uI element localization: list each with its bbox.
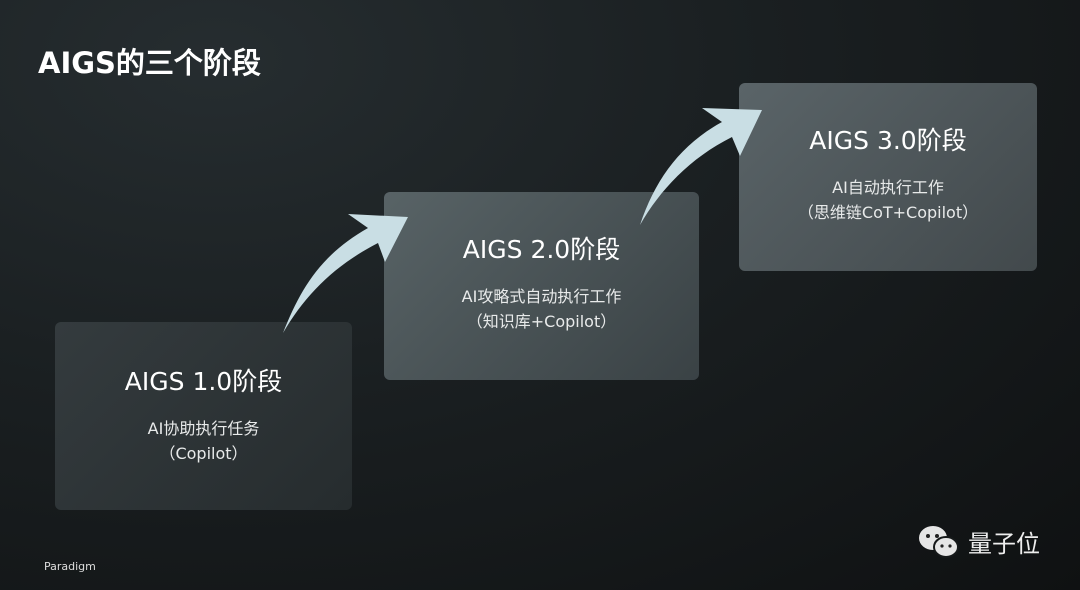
stage-2-card: AIGS 2.0阶段 AI攻略式自动执行工作 （知识库+Copilot） xyxy=(384,192,699,380)
wechat-icon xyxy=(919,525,959,558)
stage-note: （Copilot） xyxy=(159,444,248,463)
stage-note: （思维链CoT+Copilot） xyxy=(797,203,979,222)
stage-title: AIGS 1.0阶段 xyxy=(124,367,283,396)
arrow-2-icon xyxy=(640,108,762,225)
stage-title: AIGS 3.0阶段 xyxy=(809,126,967,155)
stage-desc: AI自动执行工作 xyxy=(832,178,944,197)
arrow-1-icon xyxy=(283,214,408,333)
paradigm-logo: Paradigm xyxy=(44,560,96,573)
stage-desc: AI攻略式自动执行工作 xyxy=(461,287,622,306)
stage-1-card: AIGS 1.0阶段 AI协助执行任务 （Copilot） xyxy=(55,322,352,510)
watermark-text: 量子位 xyxy=(968,530,1040,558)
stage-title: AIGS 2.0阶段 xyxy=(462,235,621,264)
slide-title: AIGS的三个阶段 xyxy=(38,46,261,80)
stage-desc: AI协助执行任务 xyxy=(147,419,260,438)
watermark: 量子位 xyxy=(918,524,1040,559)
stage-3-card: AIGS 3.0阶段 AI自动执行工作 （思维链CoT+Copilot） xyxy=(739,83,1037,271)
stage-note: （知识库+Copilot） xyxy=(466,312,617,331)
